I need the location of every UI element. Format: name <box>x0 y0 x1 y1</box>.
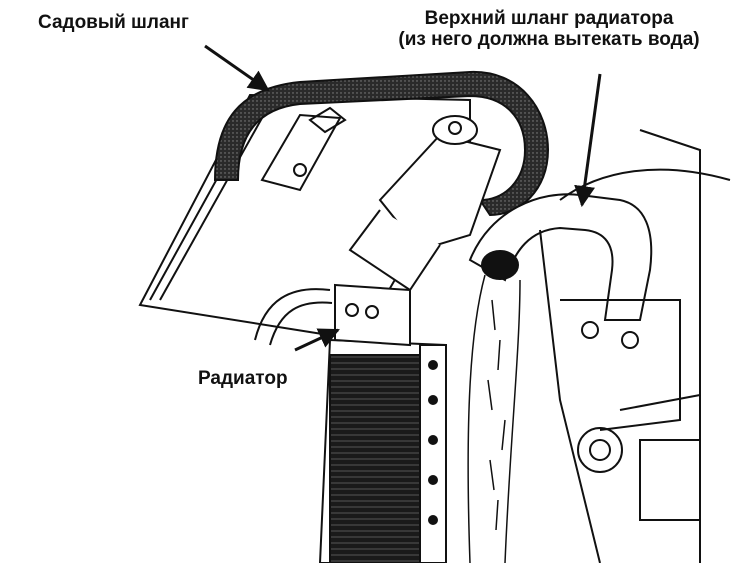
upper-hose-label-line2: (из него должна вытекать вода) <box>398 29 700 50</box>
upper-hose-label-line1: Верхний шланг радиатора <box>424 8 674 29</box>
engine-block <box>539 129 731 563</box>
radiator-core <box>318 283 447 563</box>
upper-hose-arrow <box>574 73 602 208</box>
garden-hose <box>213 70 550 217</box>
garden-hose-label: Садовый шланг <box>38 12 189 33</box>
garden-hose-arrow <box>204 44 270 92</box>
radiator-cap <box>348 115 502 292</box>
overflow-tube <box>254 288 333 346</box>
radiator-label: Радиатор <box>198 368 288 389</box>
radiator-arrow <box>294 328 340 352</box>
upper-radiator-hose <box>468 193 653 321</box>
upper-hose-label: Верхний шланг радиатора (из него должна … <box>350 8 748 50</box>
water-stream <box>467 274 521 563</box>
